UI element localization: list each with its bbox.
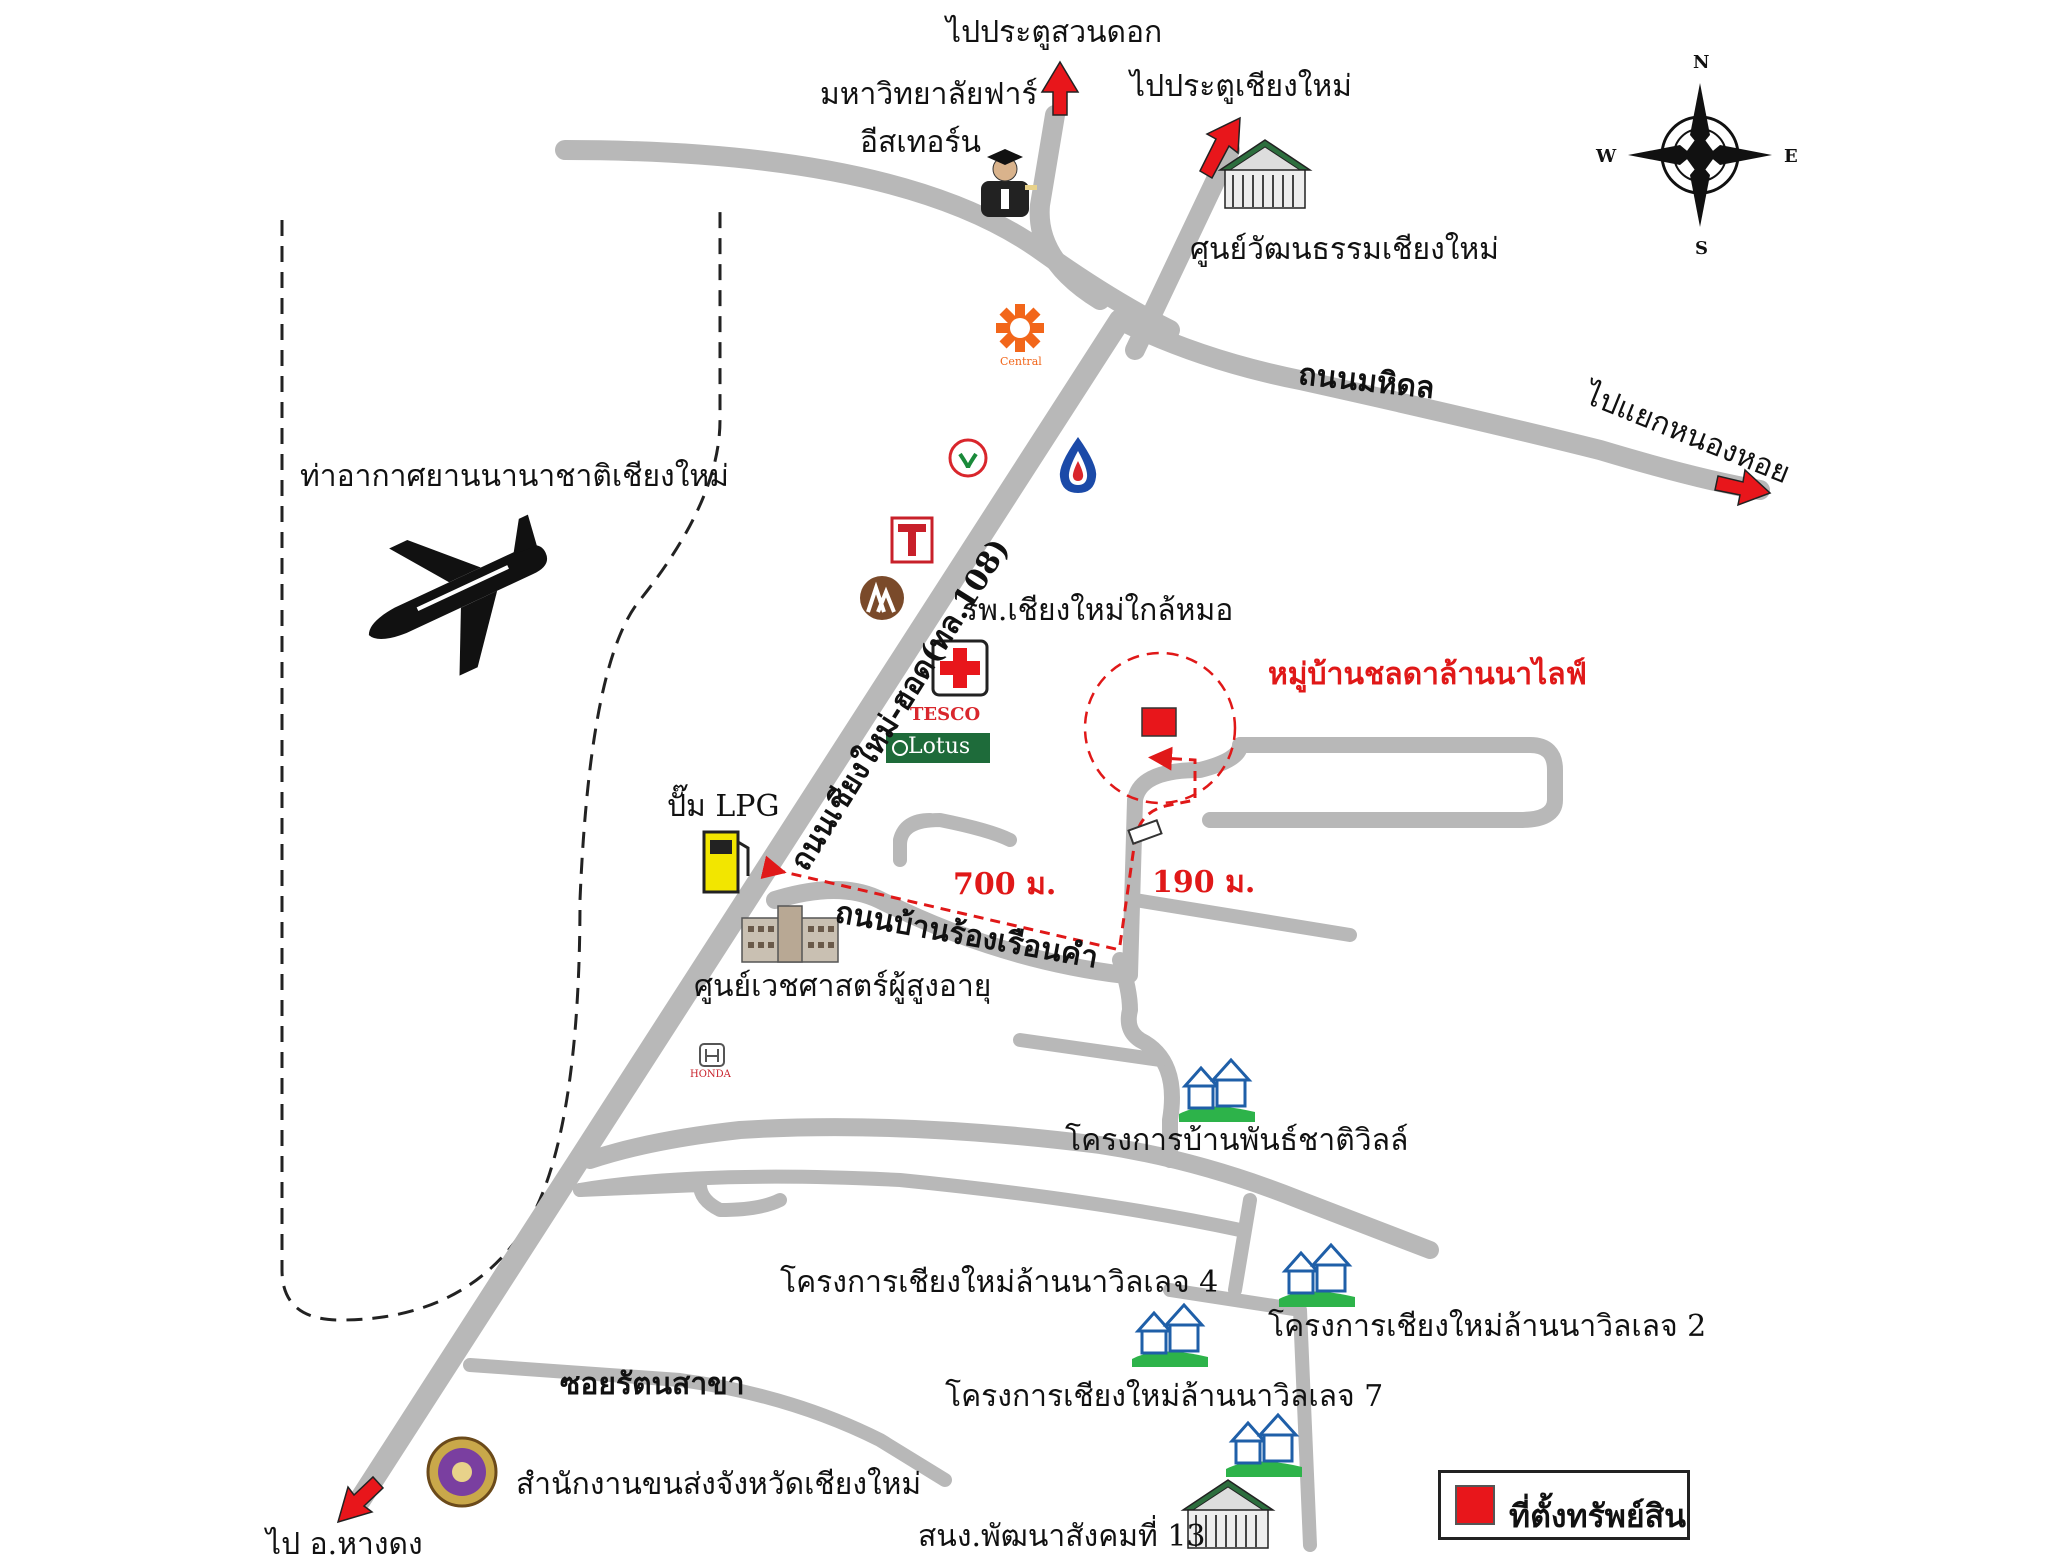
bank-logo <box>860 576 904 620</box>
road-village-2 <box>1128 893 1357 942</box>
label-hospital: รพ.เชียงใหม่ใกล้หมอ <box>962 593 1234 628</box>
compass-icon <box>1628 83 1772 227</box>
label-to-chiang-mai-gate: ไปประตูเชียงใหม่ <box>1130 69 1352 104</box>
ptt-logo <box>1059 437 1097 493</box>
road-branch-v <box>1228 1193 1257 1297</box>
arrow-to-suan-dok <box>1040 60 1080 116</box>
graduate-icon <box>981 149 1037 217</box>
tesco-text: TESCO <box>910 704 981 725</box>
label-cultural-center: ศูนย์วัฒนธรรมเชียงใหม่ <box>1190 232 1499 267</box>
house-icon <box>1279 1242 1355 1307</box>
red-cross-icon <box>931 639 989 697</box>
label-phanchati-ville: โครงการบ้านพันธ์ชาติวิลล์ <box>1065 1123 1409 1158</box>
arrow-to-hang-dong <box>336 1475 385 1524</box>
kasikorn-logo <box>948 438 988 478</box>
road-branch-long <box>1163 1283 1317 1552</box>
arrow-to-chiang-mai-gate <box>1199 116 1241 180</box>
legend: ที่ตั้งทรัพย์สิน <box>1438 1470 1690 1540</box>
tesco-lotus-logo <box>886 705 990 763</box>
seal-icon <box>426 1436 498 1508</box>
compass-north: N <box>1693 52 1710 73</box>
label-airport: ท่าอากาศยานนานาชาติเชียงใหม่ <box>300 459 729 494</box>
compass-west: W <box>1596 146 1617 167</box>
road-soi-rattana <box>463 1358 952 1487</box>
road-top <box>555 140 1180 340</box>
label-soi-rattana: ซอยรัตนสาขา <box>560 1367 745 1402</box>
road-mahidol <box>1110 310 1770 500</box>
road-north <box>1029 105 1110 310</box>
project-marker <box>1141 707 1177 737</box>
road-south-3 <box>573 1169 1247 1237</box>
honda-text: HONDA <box>690 1069 731 1080</box>
label-university-2: อีสเทอร์น <box>860 125 981 160</box>
road-south-2 <box>573 1178 787 1217</box>
label-distance-190: 190 ม. <box>1152 865 1256 900</box>
arrow-to-nong-hoi <box>1714 468 1772 507</box>
label-to-hang-dong: ไป อ.หางดง <box>266 1527 423 1562</box>
route-700 <box>760 855 1121 952</box>
label-transport-office: สำนักงานขนส่งจังหวัดเชียงใหม่ <box>516 1467 922 1502</box>
hospital-building-icon <box>741 905 839 963</box>
temple-icon <box>1217 139 1313 209</box>
honda-logo <box>699 1043 725 1067</box>
project-circle <box>1083 651 1237 805</box>
road-south-long <box>581 1118 1439 1259</box>
road-loop-2 <box>1013 1033 1167 1067</box>
road-south-1 <box>1112 952 1180 1168</box>
house-icon <box>1179 1057 1255 1122</box>
gate-icon <box>1127 819 1163 845</box>
central-text: Central <box>1000 355 1042 368</box>
central-logo <box>996 304 1044 352</box>
label-lpg-pump: ปั๊ม LPG <box>667 789 780 824</box>
label-lanna-village-4: โครงการเชียงใหม่ล้านนาวิลเลจ 4 <box>780 1265 1219 1300</box>
isuzu-logo <box>890 516 934 564</box>
label-geriatric-center: ศูนย์เวชศาสตร์ผู้สูงอายุ <box>694 969 992 1004</box>
legend-property-marker <box>1455 1485 1495 1525</box>
road-village-main <box>1122 737 1563 983</box>
compass-east: E <box>1784 146 1798 167</box>
label-project-name: หมู่บ้านชลดาล้านนาไลฟ์ <box>1268 657 1587 692</box>
label-lanna-village-2: โครงการเชียงใหม่ล้านนาวิลเลจ 2 <box>1268 1309 1707 1344</box>
road-loop-left <box>893 813 937 867</box>
airplane-icon <box>368 514 548 676</box>
road-ban-rong <box>766 881 1134 984</box>
label-lanna-village-7: โครงการเชียงใหม่ล้านนาวิลเลจ 7 <box>945 1379 1384 1414</box>
exit-arrows <box>336 60 1772 1524</box>
label-social-development: สนง.พัฒนาสังคมที่ 13 <box>918 1519 1206 1554</box>
airport-boundary <box>280 210 722 1322</box>
house-icon <box>1226 1412 1302 1477</box>
label-to-suan-dok: ไปประตูสวนดอก <box>946 15 1163 50</box>
road-ne <box>1125 140 1240 360</box>
lpg-pump-icon <box>702 830 750 894</box>
label-distance-700: 700 ม. <box>953 867 1057 902</box>
lotus-text: Lotus <box>908 734 971 759</box>
compass-south: S <box>1695 238 1708 259</box>
road-highway-108 <box>349 309 1131 1511</box>
house-icon <box>1132 1302 1208 1367</box>
legend-property-label: ที่ตั้งทรัพย์สิน <box>1509 1497 1687 1535</box>
temple-icon <box>1180 1479 1276 1549</box>
label-university-1: มหาวิทยาลัยฟาร์ <box>820 77 1038 112</box>
road-network <box>349 105 1770 1552</box>
